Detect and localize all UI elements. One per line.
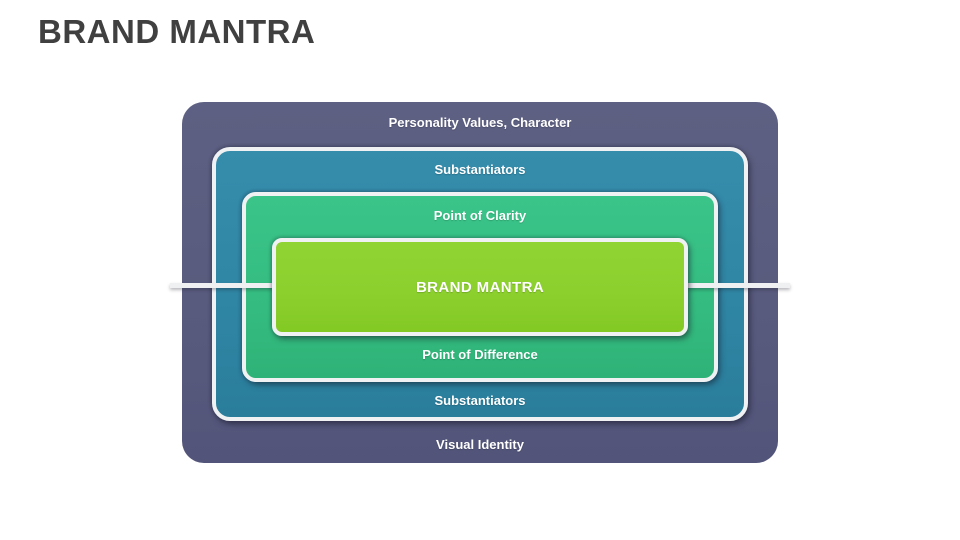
label-substantiators-bottom: Substantiators [434, 393, 526, 408]
label-brand-mantra: BRAND MANTRA [415, 278, 545, 296]
layer-substantiators: Substantiators Substantiators Point of C… [212, 147, 748, 421]
layer-personality-visual-identity: Personality Values, Character Visual Ide… [182, 102, 778, 463]
page-title: BRAND MANTRA [38, 13, 316, 50]
label-personality-values-character: Personality Values, Character [388, 115, 572, 130]
label-point-of-difference: Point of Difference [422, 347, 538, 362]
layer-point-of-clarity-difference: Point of Clarity Point of Difference BRA… [242, 192, 718, 382]
core-brand-mantra-box: BRAND MANTRA [272, 238, 688, 336]
label-substantiators-top: Substantiators [434, 162, 526, 177]
label-visual-identity: Visual Identity [436, 437, 524, 452]
label-point-of-clarity: Point of Clarity [433, 208, 527, 223]
